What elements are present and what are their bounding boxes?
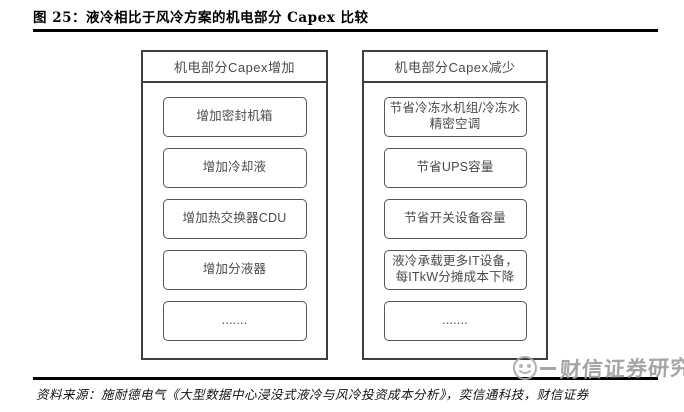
capex-decrease-item: 节省冷冻水机组/冷冻水 精密空调 bbox=[383, 97, 527, 137]
capex-increase-body: 增加密封机箱 增加冷却液 增加热交换器CDU 增加分液器 ....... bbox=[143, 83, 326, 341]
capex-decrease-item: 节省UPS容量 bbox=[383, 148, 527, 188]
watermark: 财信证券研究 bbox=[512, 353, 684, 383]
footer-divider bbox=[33, 377, 658, 380]
capex-decrease-item: 液冷承载更多IT设备， 每ITkW分摊成本下降 bbox=[383, 250, 527, 290]
capex-increase-item: 增加冷却液 bbox=[162, 148, 307, 188]
watermark-logo-icon bbox=[512, 355, 538, 381]
capex-decrease-panel: 机电部分Capex减少 节省冷冻水机组/冷冻水 精密空调 节省UPS容量 节省开… bbox=[362, 50, 548, 360]
capex-increase-item: 增加密封机箱 bbox=[162, 97, 307, 137]
capex-increase-item-ellipsis: ....... bbox=[162, 301, 307, 341]
capex-increase-item: 增加热交换器CDU bbox=[162, 199, 307, 239]
capex-increase-panel: 机电部分Capex增加 增加密封机箱 增加冷却液 增加热交换器CDU 增加分液器… bbox=[141, 50, 328, 360]
capex-increase-item: 增加分液器 bbox=[162, 250, 307, 290]
source-note: 资料来源：施耐德电气《大型数据中心浸没式液冷与风冷投资成本分析》，奕信通科技，财… bbox=[36, 387, 589, 402]
figure-title: 图 25：液冷相比于风冷方案的机电部分 Capex 比较 bbox=[33, 10, 369, 26]
watermark-text: 财信证券研究 bbox=[559, 356, 684, 383]
capex-decrease-item-ellipsis: ....... bbox=[383, 301, 527, 341]
capex-decrease-item: 节省开关设备容量 bbox=[383, 199, 527, 239]
capex-decrease-body: 节省冷冻水机组/冷冻水 精密空调 节省UPS容量 节省开关设备容量 液冷承载更多… bbox=[364, 83, 546, 341]
title-divider bbox=[33, 29, 658, 32]
capex-increase-header: 机电部分Capex增加 bbox=[143, 52, 326, 83]
capex-decrease-header: 机电部分Capex减少 bbox=[364, 52, 546, 83]
watermark-dash bbox=[540, 366, 556, 370]
